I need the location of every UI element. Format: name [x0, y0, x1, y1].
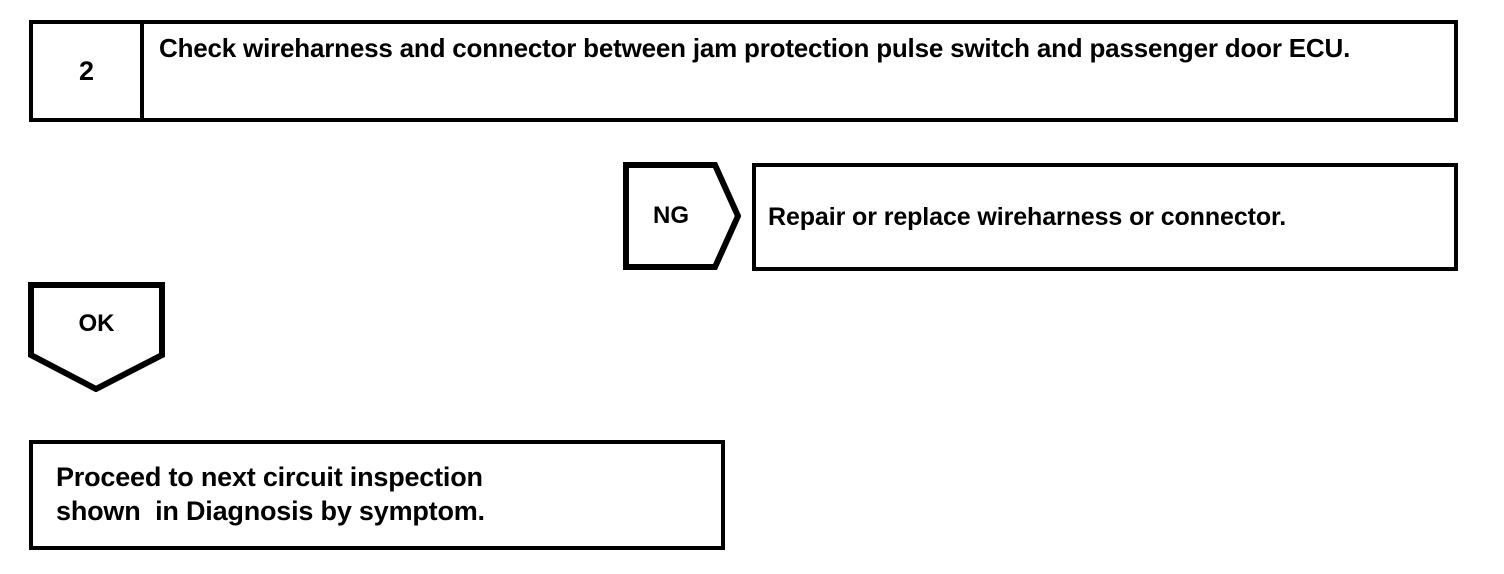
ng-result-box: Repair or replace wireharness or connect…: [752, 163, 1458, 271]
ng-chevron-icon: [623, 162, 741, 270]
ng-result-text: Repair or replace wireharness or connect…: [768, 202, 1287, 231]
ng-chevron-shape: NG: [623, 162, 741, 270]
ok-pentagon-shape: OK: [28, 282, 165, 392]
step-number: 2: [78, 55, 95, 86]
ok-result-line-1: Proceed to next circuit inspection: [56, 462, 483, 493]
step-number-cell: 2: [33, 24, 144, 118]
step-box: 2 Check wireharness and connector betwee…: [29, 20, 1458, 122]
ok-down-arrow-icon: [28, 282, 165, 392]
ok-result-box: Proceed to next circuit inspection shown…: [29, 440, 725, 550]
ok-result-line-2: shown in Diagnosis by symptom.: [56, 496, 485, 526]
step-instruction-text: Check wireharness and connector between …: [159, 33, 1351, 63]
